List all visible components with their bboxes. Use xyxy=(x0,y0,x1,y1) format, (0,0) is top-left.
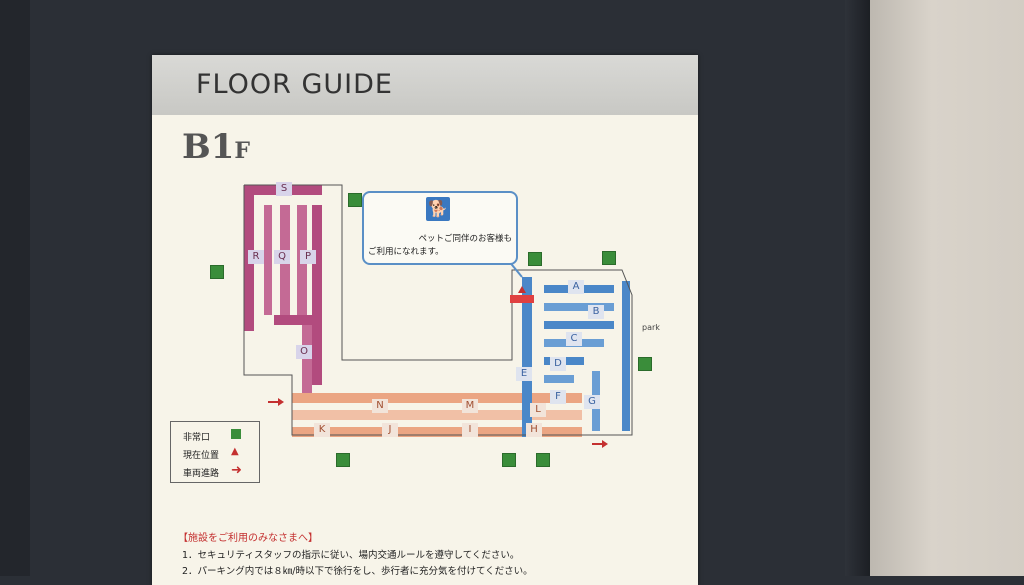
rule-2: 2．パーキング内では８㎞/時以下で徐行をし、歩行者に充分気を付けてください。 xyxy=(182,566,533,577)
zone-label-c: C xyxy=(566,332,582,346)
zone-label-b: B xyxy=(588,305,604,319)
pet-notice-line1: ペットご同伴のお客様も xyxy=(418,234,512,244)
legend-route-label: 車両進路 xyxy=(183,469,220,479)
legend-current-label: 現在位置 xyxy=(183,451,220,461)
zone-label-d: D xyxy=(550,357,566,371)
exit-icon xyxy=(536,453,550,467)
frame-edge xyxy=(845,0,870,576)
zone-label-f: F xyxy=(550,390,566,404)
floor-main: B1 xyxy=(182,127,235,167)
zone-label-e: E xyxy=(516,367,532,381)
zone-label-o: O xyxy=(296,345,312,359)
notice-heading: 【施設をご利用のみなさまへ】 xyxy=(178,533,318,544)
arrow-right-icon: ➜ xyxy=(231,463,242,478)
board-header: FLOOR GUIDE xyxy=(152,55,698,115)
wall xyxy=(870,0,1024,576)
zone-label-k: K xyxy=(314,423,330,437)
park-label: park xyxy=(642,323,660,332)
dog-icon: 🐕 xyxy=(426,197,450,221)
pet-notice-bubble: 🐕 ペットご同伴のお客様も ご利用になれます。 xyxy=(362,191,518,265)
exit-icon xyxy=(638,357,652,371)
zone-label-j: J xyxy=(382,423,398,437)
exit-icon xyxy=(602,251,616,265)
exit-icon xyxy=(336,453,350,467)
rule-1: 1．セキュリティスタッフの指示に従い、場内交通ルールを遵守してください。 xyxy=(182,550,520,561)
map-legend: 非常口 現在位置 ▲ 車両進路 ➜ xyxy=(170,421,260,483)
orange-zone xyxy=(292,393,582,437)
zone-label-g: G xyxy=(584,395,600,409)
exit-icon xyxy=(502,453,516,467)
floor-indicator: B1F xyxy=(182,127,250,167)
floor-suffix: F xyxy=(234,138,251,164)
zone-label-s: S xyxy=(276,182,292,196)
zone-label-l: L xyxy=(530,403,546,417)
floor-map xyxy=(243,184,633,448)
zone-label-m: M xyxy=(462,399,478,413)
zone-label-r: R xyxy=(248,250,264,264)
legend-exit-label: 非常口 xyxy=(183,433,211,443)
vehicle-route-arrows xyxy=(268,398,608,448)
exit-icon xyxy=(348,193,362,207)
pink-zone xyxy=(244,185,322,395)
exit-icon xyxy=(231,429,241,439)
pet-notice-line2: ご利用になれます。 xyxy=(368,247,444,257)
board-title: FLOOR GUIDE xyxy=(196,69,393,100)
zone-label-n: N xyxy=(372,399,388,413)
zone-label-p: P xyxy=(300,250,316,264)
frame-left xyxy=(0,0,30,576)
zone-label-i: I xyxy=(462,423,478,437)
zone-label-q: Q xyxy=(274,250,290,264)
current-position-marker xyxy=(518,286,526,293)
floor-guide-board: FLOOR GUIDE B1F xyxy=(152,55,698,585)
current-position-tag xyxy=(510,295,534,303)
exit-icon xyxy=(528,252,542,266)
exit-icon xyxy=(210,265,224,279)
pet-notice-text: ペットご同伴のお客様も ご利用になれます。 xyxy=(368,233,512,259)
triangle-icon: ▲ xyxy=(231,446,239,457)
zone-label-a: A xyxy=(568,280,584,294)
zone-label-h: H xyxy=(526,423,542,437)
